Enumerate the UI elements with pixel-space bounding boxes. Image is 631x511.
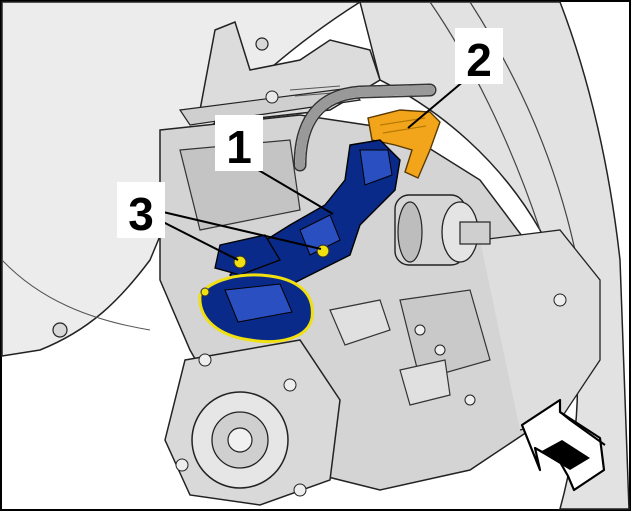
pulley-flange xyxy=(164,339,341,506)
callout-1: 1 xyxy=(215,115,263,173)
cylindrical-fitting xyxy=(394,194,491,266)
orange-connector xyxy=(367,109,441,179)
braided-hose xyxy=(293,83,437,172)
callout-2: 2 xyxy=(455,28,503,86)
leader-lines xyxy=(162,79,466,261)
callout-3-label: 3 xyxy=(128,188,154,240)
callout-2-label: 2 xyxy=(466,34,492,86)
callout-1-label: 1 xyxy=(226,121,252,173)
sensor-module xyxy=(198,273,314,344)
callout-3: 3 xyxy=(117,182,165,240)
view-direction-arrow-icon xyxy=(520,398,606,492)
